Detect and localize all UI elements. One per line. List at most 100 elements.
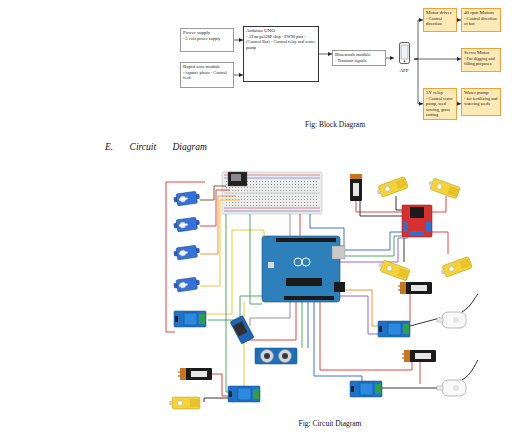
ultrasonic-sensor-part [282, 353, 288, 359]
dc-motors-part [427, 177, 460, 199]
box-heading: Servo Motor [464, 50, 498, 56]
wires-part [420, 362, 421, 384]
box-body: - 5 volt power supply [183, 36, 231, 41]
output-box: Motor driver- Control direction [423, 8, 457, 32]
wires-part [226, 214, 228, 392]
dc-motors-part [439, 256, 472, 278]
battery-9v-part [350, 174, 362, 179]
breadboard-part [222, 172, 322, 214]
battery-9v-part [350, 174, 362, 201]
wires-part [410, 318, 440, 326]
servo-motors-part [173, 245, 200, 261]
output-box: 40 rpm Motors- Control direction of bot [461, 8, 501, 32]
flow-arrow [234, 40, 243, 41]
box-heading: 5V relay [426, 90, 454, 96]
box-body: - Transmit signals [335, 58, 383, 63]
box-body: - capture photo - Control feed [183, 70, 231, 81]
wires-part [396, 196, 402, 210]
input-box: Power supply- 5 volt power supply [180, 28, 234, 52]
wires-part [462, 294, 478, 312]
wires-part [204, 398, 228, 402]
arduino-uno-part [294, 258, 302, 266]
bluetooth-module [230, 315, 254, 344]
phone-screen [401, 45, 408, 59]
wires-part [340, 296, 378, 334]
box-heading: Motor driver [426, 10, 454, 16]
breadboard-part [224, 211, 320, 212]
wires-part [320, 302, 412, 370]
output-box: 5V relay- Control water pump, seed sowin… [423, 88, 457, 120]
bluetooth-module-part [230, 315, 254, 344]
ultrasonic-sensor-part [279, 350, 292, 363]
servo-motors [173, 191, 200, 293]
arduino-uno-part [262, 236, 340, 302]
output-box: Water pump- for fertilizing and watering… [461, 88, 501, 116]
input-box: Rapid sow module- capture photo - Contro… [180, 62, 234, 88]
section-heading: E. Circuit Diagram [105, 142, 207, 152]
servo-motors-part [173, 217, 200, 233]
box-body: - for fertilizing and watering seeds [464, 96, 498, 107]
wires-part [248, 302, 296, 340]
relay-modules-part [174, 311, 206, 327]
arduino-uno-part [268, 262, 274, 268]
wires-part [200, 200, 240, 286]
relay-modules [174, 311, 410, 402]
box-heading: 40 rpm Motors [464, 10, 498, 16]
wires-part [244, 302, 245, 388]
water-pumps [437, 312, 466, 396]
arduino-uno-part [276, 238, 336, 242]
box-heading: Rapid sow module [183, 64, 231, 70]
box-heading: Bluetooth module [335, 52, 383, 58]
box-body: - ATmega328P chip - PWM pins - (Control … [246, 34, 316, 50]
box-body: - For digging and filling purposes [464, 56, 498, 67]
water-pumps-part [437, 312, 466, 328]
controller-box: Arduino UNO- ATmega328P chip - PWM pins … [243, 26, 319, 82]
flow-arrow [386, 58, 394, 59]
wires-part [340, 290, 378, 326]
relay-modules-part [350, 381, 382, 397]
motor-driver-part [403, 222, 408, 232]
motor-driver-part [426, 222, 431, 232]
output-box: Servo Motor- For digging and filling pur… [461, 48, 501, 72]
wires-part [308, 302, 309, 348]
bluetooth-module-part [233, 321, 247, 336]
dc-motors [169, 176, 472, 409]
wires-part [340, 232, 402, 250]
wires-part [250, 214, 262, 304]
arduino-uno-part [302, 258, 310, 266]
flow-arrow [319, 54, 332, 55]
relay-modules-part [228, 386, 260, 402]
batteries-part [398, 282, 432, 294]
phone-app: APP [394, 42, 414, 76]
wires-part [404, 238, 405, 262]
phone-button [403, 60, 405, 62]
wires-part [250, 302, 290, 326]
wires [166, 182, 478, 402]
flow-arrow [414, 20, 423, 59]
wires-part [356, 201, 402, 212]
phone-body [399, 43, 409, 64]
batteries-part [402, 350, 436, 362]
motor-driver-part [410, 207, 424, 218]
arduino-uno-part [286, 278, 322, 286]
wires-part [290, 214, 291, 238]
wires-part [206, 230, 264, 314]
battery-9v [350, 174, 362, 201]
box-heading: Power supply [183, 30, 231, 36]
servo-motors-part [173, 277, 200, 293]
dc-motors-part [375, 176, 408, 198]
motor-driver-part [410, 231, 424, 236]
wires-part [166, 182, 205, 332]
box-body: - Control direction [426, 16, 454, 27]
ultrasonic-sensor-part [255, 348, 297, 364]
box-heading: APP [399, 68, 408, 74]
wires-part [410, 294, 411, 322]
arduino-uno-part [332, 246, 345, 259]
box-body: - Control water pump, seed sowing, grass… [426, 96, 454, 118]
figure-caption: Fig: Circuit Diagram [270, 419, 390, 428]
battery-9v-part [353, 183, 359, 196]
breadboard-part [224, 192, 320, 193]
arduino-uno [262, 236, 345, 302]
wires-part [382, 388, 440, 389]
